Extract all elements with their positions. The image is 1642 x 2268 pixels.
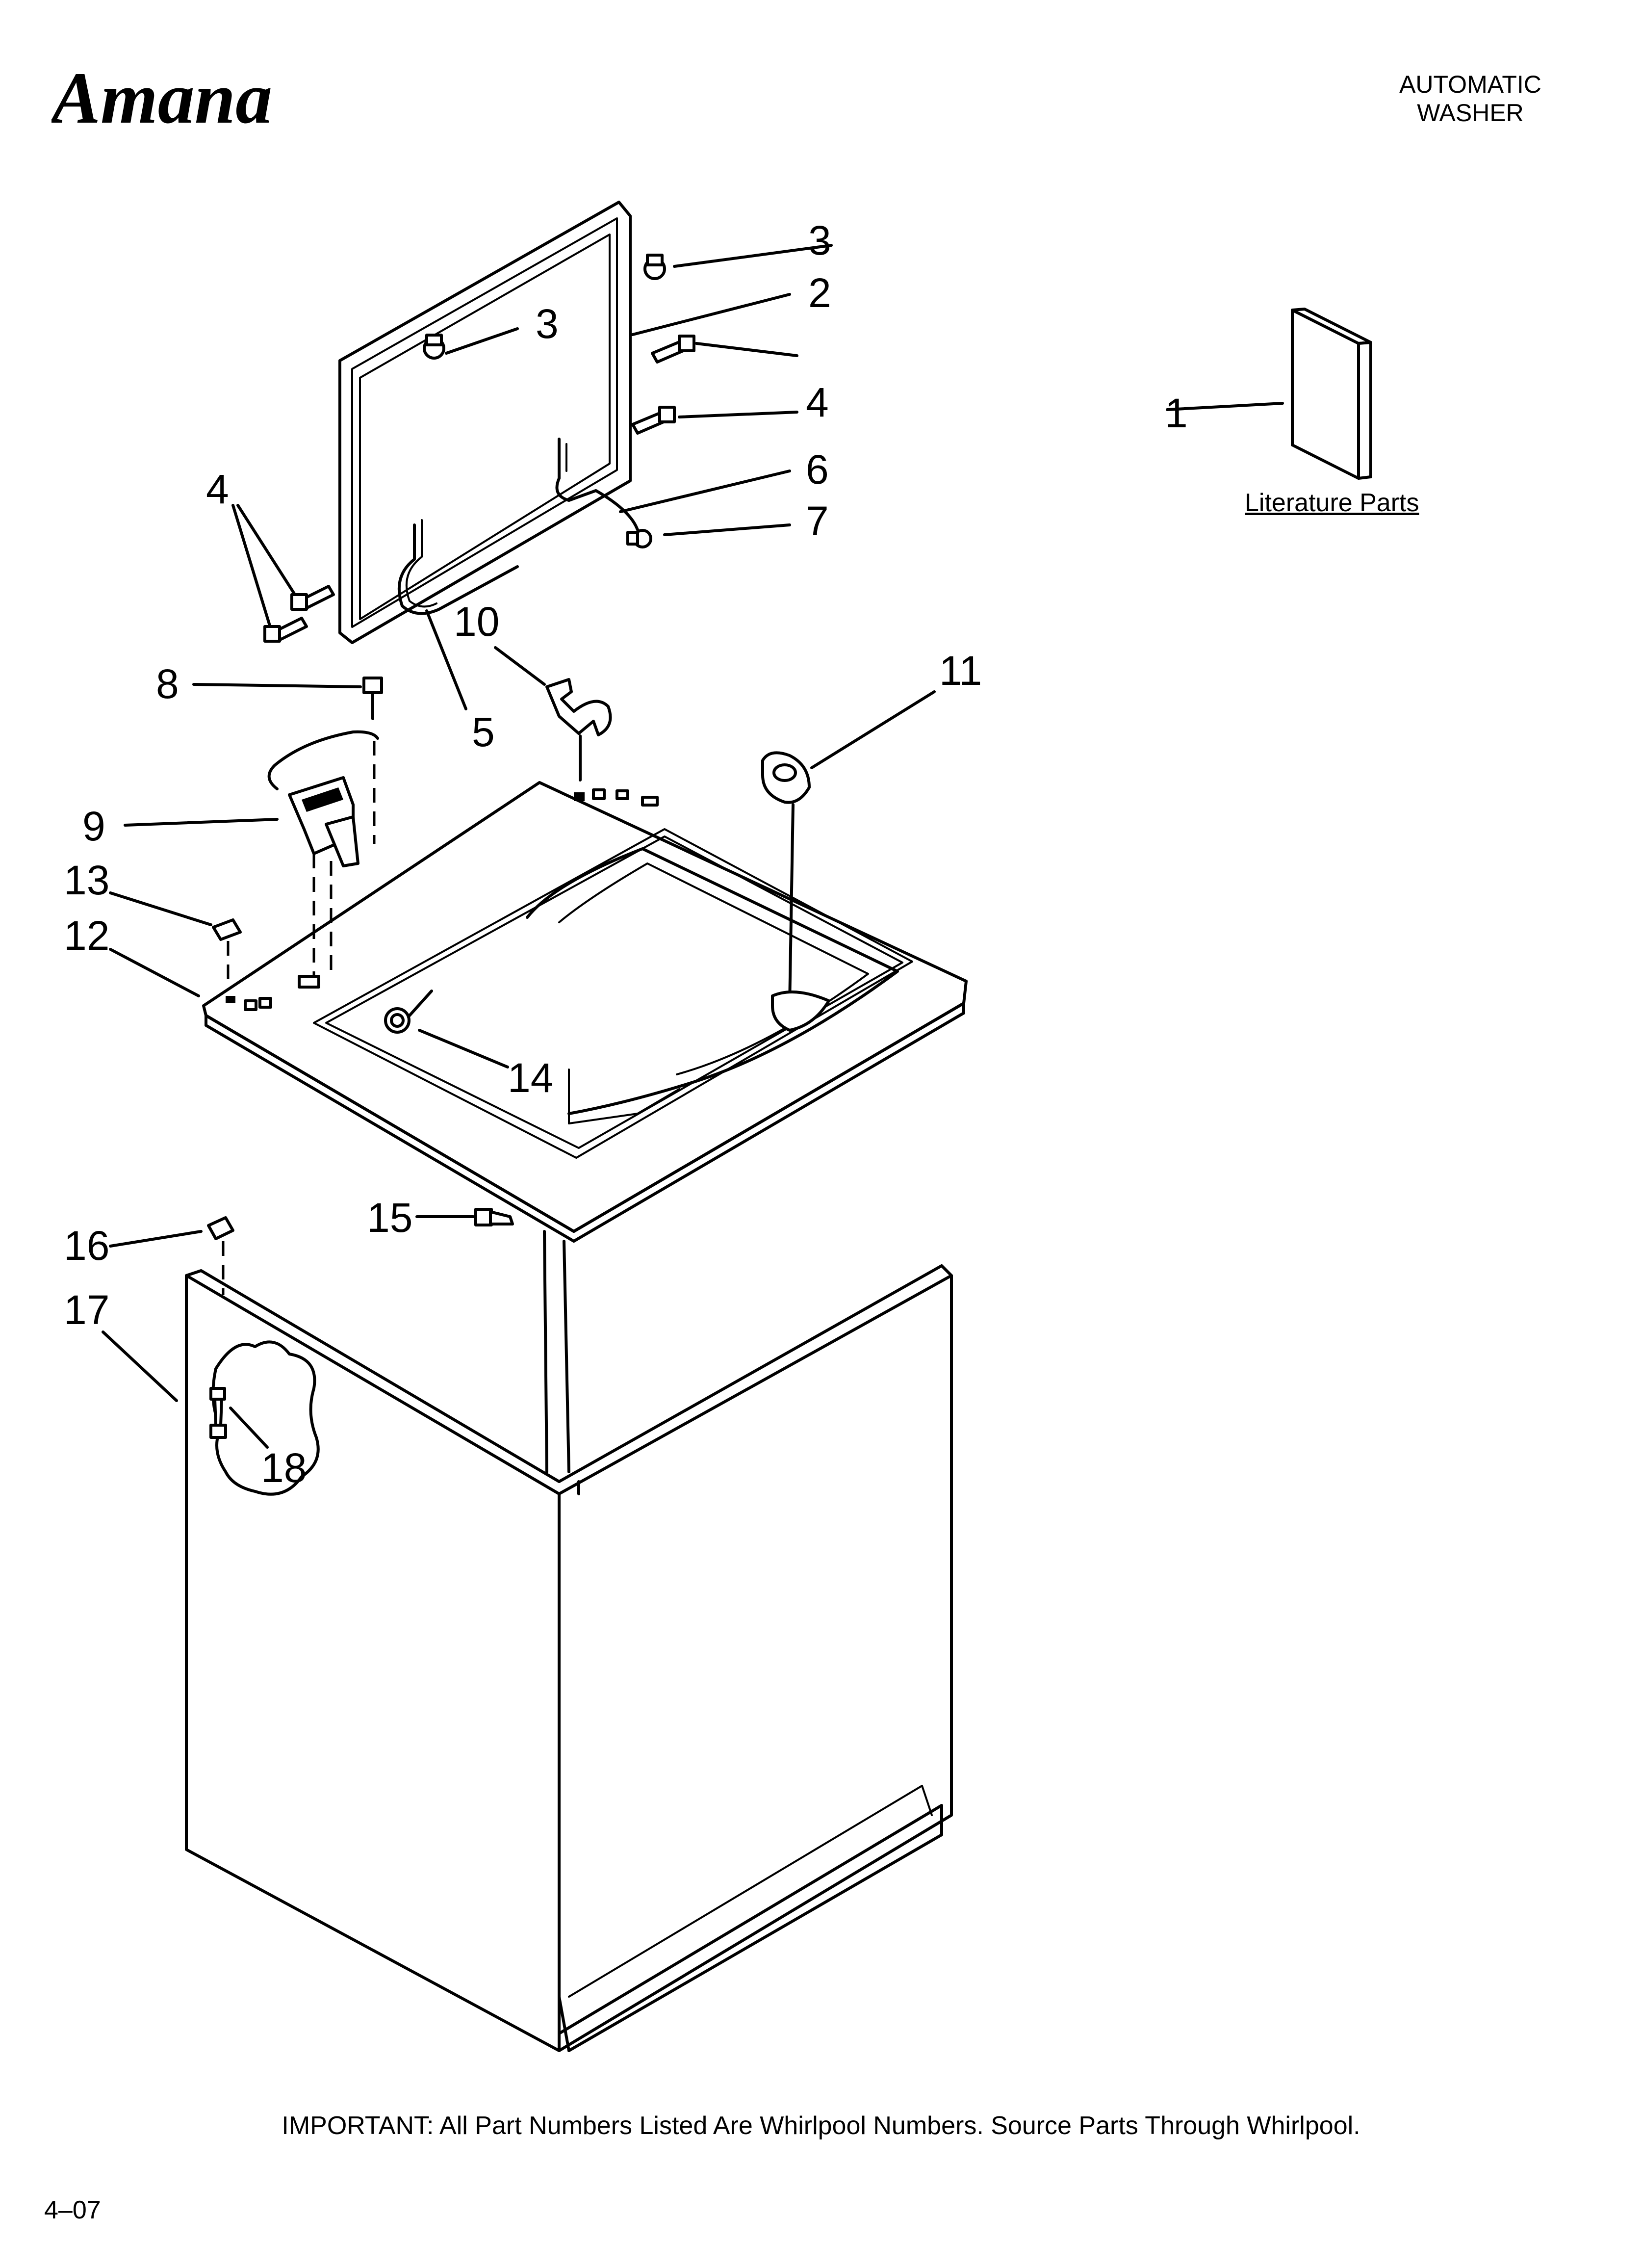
callout-15: 15 [367, 1195, 413, 1241]
lid-bumper-small [626, 529, 652, 548]
cabinet [185, 1230, 953, 2052]
lid-bumper-left [423, 334, 445, 360]
lid-switch [267, 730, 379, 976]
cabinet-cutaway [209, 1340, 320, 1496]
document-title-line2: WASHER [1417, 99, 1524, 127]
top-clip [212, 918, 242, 981]
callout-12: 12 [64, 912, 110, 959]
leader-lines [102, 244, 1284, 1449]
callout-5: 5 [472, 709, 495, 755]
callout-16: 16 [64, 1223, 110, 1269]
callout-4-left: 4 [206, 466, 229, 512]
callout-14: 14 [508, 1055, 554, 1101]
hinge-clip [545, 678, 612, 782]
callout-9: 9 [82, 803, 105, 849]
callout-3-top: 3 [808, 217, 831, 263]
cabinet-clip [207, 1216, 234, 1295]
switch-screw [362, 677, 383, 720]
fill-nozzle [384, 990, 433, 1034]
callout-6: 6 [806, 446, 829, 493]
top-panel [202, 781, 968, 1243]
lid-bumper-top [643, 254, 666, 280]
literature-parts-label: Literature Parts [1245, 489, 1419, 517]
top-screw [474, 1208, 514, 1226]
callout-4-right: 4 [806, 379, 829, 425]
hinge-rod-right [555, 438, 639, 531]
revision-date: 4–07 [44, 2196, 101, 2224]
dispenser-cap [761, 751, 811, 1007]
callout-1: 1 [1165, 390, 1188, 436]
important-note: IMPORTANT: All Part Numbers Listed Are W… [282, 2112, 1360, 2140]
callout-18: 18 [261, 1445, 307, 1491]
hinge-screws-right [631, 335, 695, 435]
lid-panel [338, 201, 632, 644]
callout-17: 17 [64, 1287, 110, 1333]
document-title: AUTOMATIC WASHER [1372, 70, 1568, 127]
brand-logo: Amana [51, 57, 272, 137]
callout-8: 8 [156, 661, 179, 707]
document-title-line1: AUTOMATIC [1399, 71, 1541, 98]
callout-3-lid: 3 [536, 301, 559, 347]
hinge-screws-left [263, 585, 335, 643]
literature-booklet [1291, 308, 1372, 480]
brand-name: Amana [51, 57, 272, 137]
callout-2: 2 [808, 270, 831, 316]
callout-10: 10 [454, 599, 500, 645]
callout-13: 13 [64, 857, 110, 903]
callout-7: 7 [806, 498, 829, 544]
callout-11: 11 [939, 648, 982, 694]
